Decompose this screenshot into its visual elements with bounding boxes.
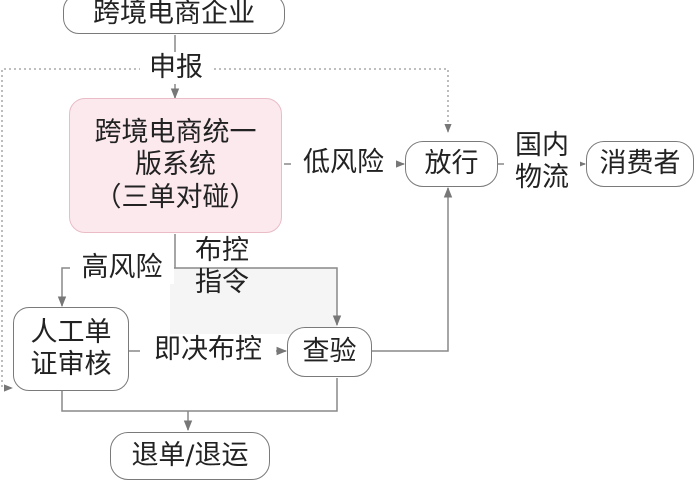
node-manual-review-line2: 证审核: [30, 349, 112, 380]
label-high-risk: 高风险: [70, 252, 174, 285]
label-control-order-line2: 指令: [195, 267, 249, 299]
node-enterprise-label: 跨境电商企业: [93, 0, 255, 29]
node-manual-review: 人工单 证审核: [13, 307, 129, 391]
node-inspection: 查验: [287, 327, 372, 377]
node-enterprise: 跨境电商企业: [63, 0, 285, 34]
node-system-line2: 版系统: [135, 149, 216, 181]
arrow-inspection-release: [372, 186, 453, 352]
node-consumer: 消费者: [586, 141, 694, 187]
node-return-label: 退单/退运: [131, 439, 249, 471]
label-domestic-logistics: 国内 物流: [504, 130, 580, 195]
label-declare: 申报: [140, 52, 212, 85]
label-control-order: 布控 指令: [184, 235, 260, 300]
flow-connectors: [1, 35, 587, 432]
label-control-order-line1: 布控: [195, 235, 249, 266]
node-consumer-label: 消费者: [599, 147, 681, 179]
label-domestic-logistics-line1: 国内: [515, 130, 569, 161]
line-manual-bottom: [61, 378, 338, 412]
node-inspection-label: 查验: [302, 335, 357, 367]
dotted-loop: [1, 68, 452, 392]
node-manual-review-line1: 人工单: [30, 316, 112, 348]
label-immediate-control: 即决布控: [140, 334, 276, 367]
node-release-label: 放行: [424, 147, 479, 179]
arrow-control-order: [175, 267, 342, 327]
node-system-line3: （三单对碰）: [94, 181, 257, 213]
node-return: 退单/退运: [110, 432, 270, 480]
label-domestic-logistics-line2: 物流: [515, 162, 569, 194]
node-system-line1: 跨境电商统一: [94, 116, 257, 148]
label-low-risk: 低风险: [291, 147, 396, 180]
node-release: 放行: [405, 141, 498, 187]
node-system: 跨境电商统一 版系统 （三单对碰）: [69, 98, 282, 233]
